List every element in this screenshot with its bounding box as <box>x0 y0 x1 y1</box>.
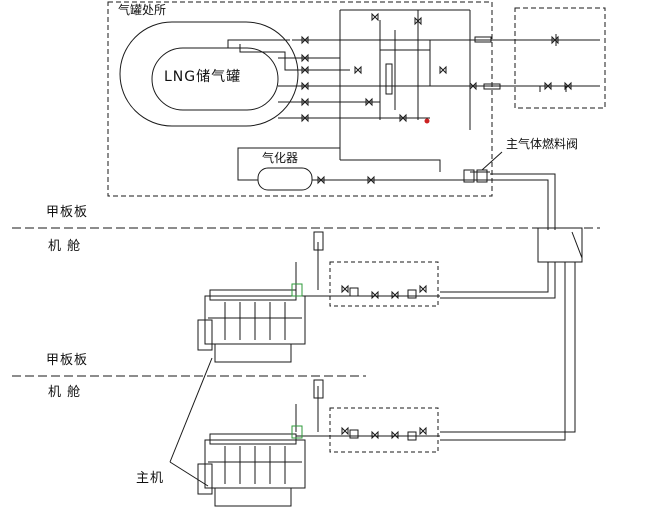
main-engine-label: 主机 <box>136 471 165 486</box>
main-gas-fuel-valve-label: 主气体燃料阀 <box>506 137 579 151</box>
gas-tank-room-label: 气罐处所 <box>118 3 167 17</box>
main-supply-pipes <box>440 173 583 441</box>
lng-tank-outer <box>119 21 299 127</box>
main-engine-upper <box>197 283 306 363</box>
main-engine-lower <box>197 425 306 507</box>
gas-valve-unit-upper <box>295 231 440 307</box>
deck-label-lower: 甲板板 <box>46 353 89 368</box>
gas-tank-room-boundary <box>107 1 493 197</box>
engine-room-label-upper: 机 舱 <box>48 239 82 254</box>
tank-room-valves <box>301 12 572 123</box>
main-engine-leader-lower <box>169 461 209 487</box>
lng-tank-inner <box>151 47 279 111</box>
consumer-station-boundary <box>514 7 606 109</box>
vaporizer-body <box>257 167 313 191</box>
lng-tank-label: LNG储气罐 <box>164 69 242 85</box>
tank-piping <box>227 9 600 160</box>
engine-room-label-lower: 机 舱 <box>48 385 82 400</box>
vaporizer-piping <box>237 147 490 185</box>
vaporizer-label: 气化器 <box>262 151 299 165</box>
gas-fuel-valve-leader <box>481 151 503 171</box>
deck-label-upper: 甲板板 <box>46 205 89 220</box>
gas-valve-unit-lower <box>295 379 440 453</box>
main-engine-leader-upper <box>169 357 213 463</box>
